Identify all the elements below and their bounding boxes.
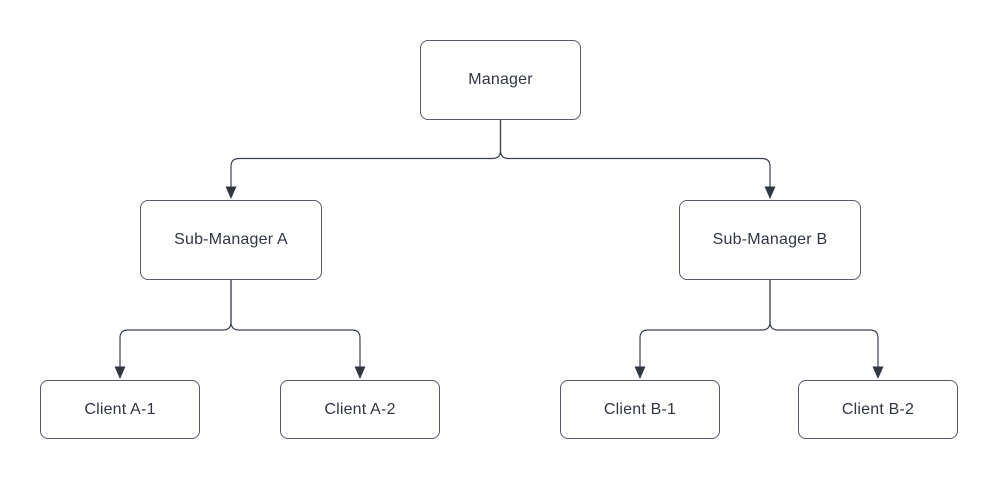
arrowhead-icon — [634, 366, 646, 379]
node-client-a-1[interactable]: Client A-1 — [40, 380, 200, 439]
node-client-b-1[interactable]: Client B-1 — [560, 380, 720, 439]
node-client-a-2[interactable]: Client A-2 — [280, 380, 440, 439]
edge-manager-to-sub-manager-b — [499, 120, 776, 199]
edge-sub-manager-b-to-client-b-1 — [634, 280, 771, 379]
arrowhead-icon — [872, 366, 884, 379]
node-client-a-1-label: Client A-1 — [84, 400, 156, 418]
node-client-b-2[interactable]: Client B-2 — [798, 380, 958, 439]
arrowhead-icon — [764, 186, 776, 199]
node-manager[interactable]: Manager — [420, 40, 581, 120]
edge-manager-to-sub-manager-a — [225, 120, 502, 199]
edge-sub-manager-a-to-client-a-2 — [230, 280, 366, 379]
node-sub-manager-a-label: Sub-Manager A — [174, 231, 288, 248]
node-client-b-2-label: Client B-2 — [841, 400, 915, 418]
node-sub-manager-a[interactable]: Sub-Manager A — [140, 200, 322, 280]
node-client-a-2-label: Client A-2 — [324, 400, 396, 418]
arrowhead-icon — [114, 366, 126, 379]
edge-sub-manager-b-to-client-b-2 — [769, 280, 884, 379]
node-manager-label: Manager — [468, 71, 533, 88]
arrowhead-icon — [225, 186, 237, 199]
arrowhead-icon — [354, 366, 366, 379]
edge-sub-manager-a-to-client-a-1 — [114, 280, 232, 379]
node-client-b-1-label: Client B-1 — [603, 400, 677, 418]
node-sub-manager-b[interactable]: Sub-Manager B — [679, 200, 861, 280]
node-sub-manager-b-label: Sub-Manager B — [712, 231, 828, 248]
